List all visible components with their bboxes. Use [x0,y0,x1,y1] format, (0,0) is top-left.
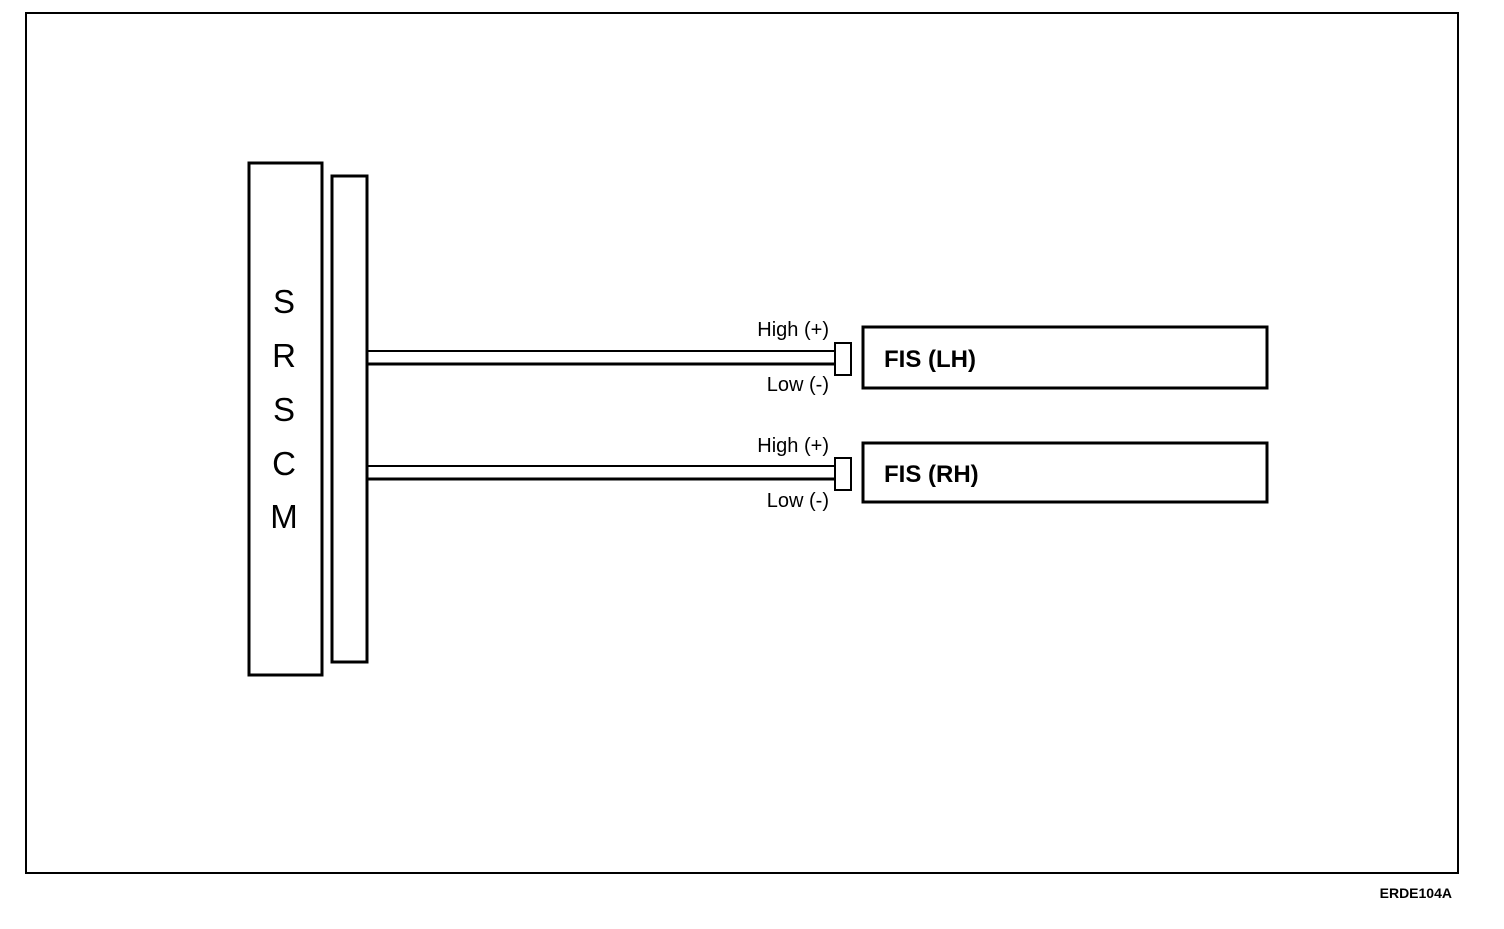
srscm-letter: S [273,283,295,320]
device-label: FIS (LH) [884,346,976,373]
low-label: Low (-) [767,490,829,512]
srscm-connector [330,174,369,664]
device-connector [834,342,852,376]
low-label: Low (-) [767,374,829,396]
srscm-letter: R [272,337,296,374]
device-box-fis-lh [861,325,1269,390]
circuit-rh: High (+) Low (-) FIS (RH) [368,435,1269,512]
device-box-fis-rh [861,441,1269,504]
circuit-lh: High (+) Low (-) FIS (LH) [368,319,1269,396]
srscm-module: S R S C M [247,161,324,677]
srscm-letter: M [270,498,298,535]
device-connector [834,457,852,491]
high-label: High (+) [757,319,829,341]
srscm-body [247,161,324,677]
device-label: FIS (RH) [884,461,979,488]
srscm-letter: S [273,391,295,428]
diagram-frame [25,12,1459,874]
srscm-letter: C [272,445,296,482]
high-label: High (+) [757,435,829,457]
figure-code: ERDE104A [1380,885,1452,901]
